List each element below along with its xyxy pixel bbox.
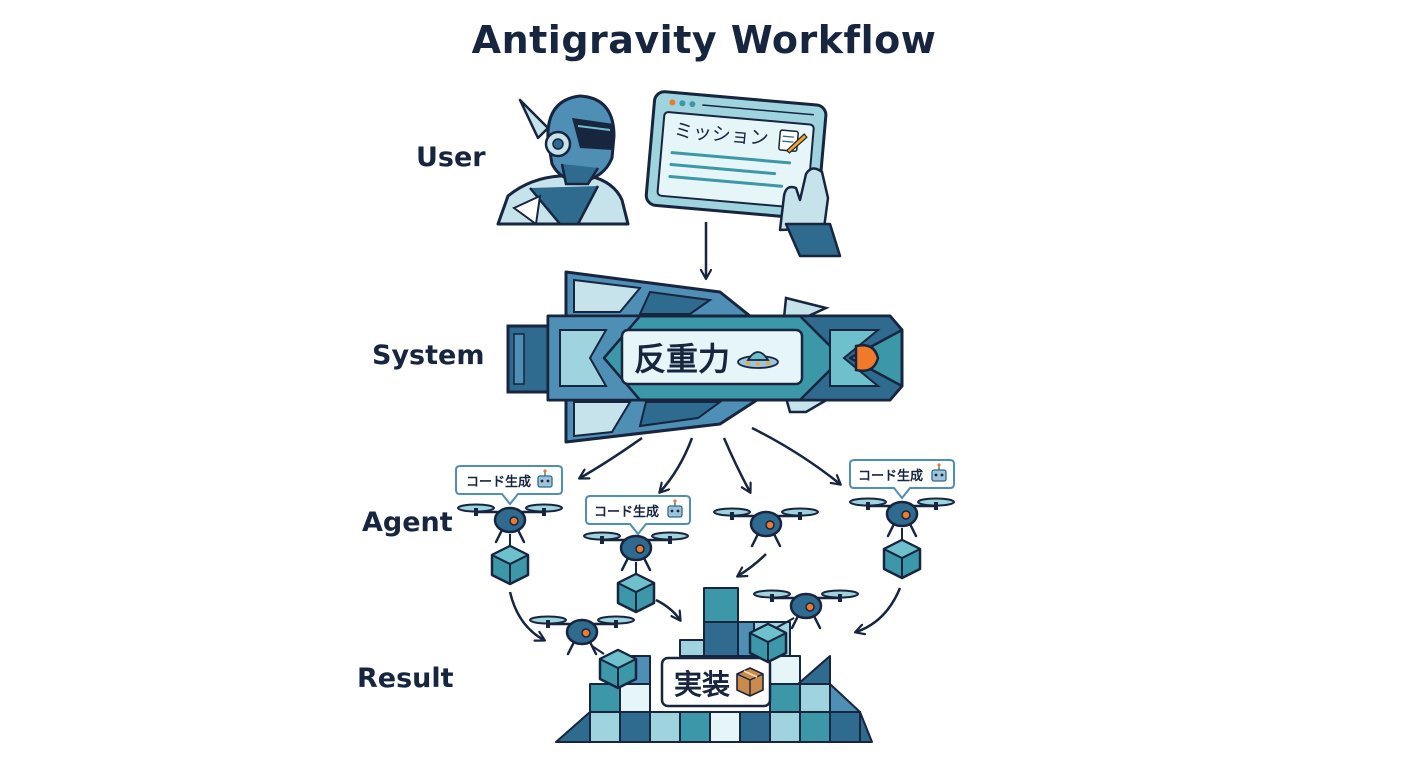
page-title: Antigravity Workflow (471, 18, 937, 62)
agent-bubble: コード生成 (585, 495, 691, 536)
arrows-agents-to-result (508, 553, 902, 640)
package-icon (736, 667, 764, 697)
drone-agent (456, 503, 564, 586)
hand-icon (778, 167, 842, 258)
drone-agent (712, 507, 820, 548)
drone-agent (748, 589, 860, 664)
ufo-icon (737, 351, 779, 369)
agent-bubble: コード生成 (849, 459, 955, 500)
agent-bubble-label: コード生成 (466, 474, 531, 490)
robot-avatar-icon (496, 94, 630, 226)
mission-tablet: ミッション (644, 90, 842, 258)
drone-agent (528, 615, 638, 690)
rocket-ship: 反重力 (506, 270, 904, 444)
drone-agent (848, 497, 956, 580)
row-label-user: User (416, 142, 486, 173)
agent-bubble: コード生成 (455, 465, 563, 506)
memo-icon (778, 129, 808, 154)
row-label-result: Result (357, 663, 454, 694)
arrows-system-to-agents (580, 426, 840, 492)
result-structure: 実装 (555, 587, 873, 743)
agent-bubble-label: コード生成 (858, 468, 923, 484)
row-label-agent: Agent (362, 507, 453, 538)
agent-bubble-label: コード生成 (594, 504, 659, 520)
result-label: 実装 (674, 668, 730, 701)
system-label: 反重力 (634, 340, 730, 378)
row-label-system: System (372, 340, 485, 371)
drone-agent (582, 531, 690, 614)
